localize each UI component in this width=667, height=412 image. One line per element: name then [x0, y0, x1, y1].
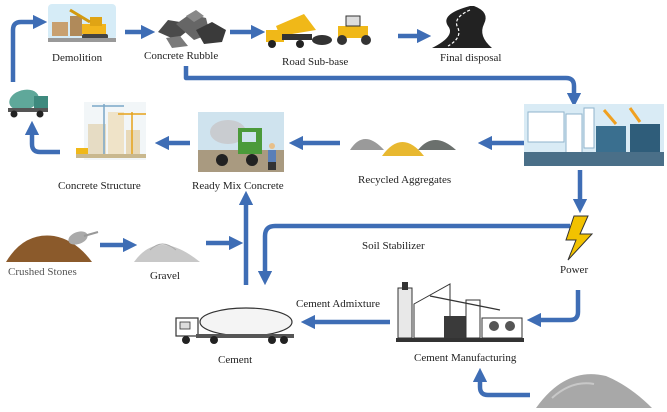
arrow-mixer-to-demolition [10, 14, 48, 82]
label-road-subbase: Road Sub-base [282, 56, 349, 68]
label-ready-mix-concrete: Ready Mix Concrete [192, 180, 284, 192]
lightning-icon [565, 215, 594, 261]
arrow-power-to-cement-plant [526, 290, 581, 328]
cement-plant-icon [396, 282, 524, 342]
arrow-structure-to-mixer [24, 120, 60, 155]
flow-arrows [10, 14, 588, 398]
excavator-icon [48, 4, 116, 42]
road-icon [432, 6, 492, 48]
label-cement-manufacturing: Cement Manufacturing [414, 352, 517, 364]
label-soil-stabilizer: Soil Stabilizer [362, 240, 425, 252]
gravel-pile-icon [134, 243, 200, 262]
label-final-disposal: Final disposal [440, 52, 502, 64]
mixer-truck-icon [8, 89, 48, 118]
label-recycled-aggregates: Recycled Aggregates [358, 174, 452, 186]
label-concrete-rubble: Concrete Rubble [144, 50, 219, 62]
label-cement: Cement [218, 354, 253, 366]
aggregate-piles-icon [350, 139, 456, 156]
ready-mix-icon [198, 112, 284, 172]
label-concrete-structure: Concrete Structure [58, 180, 141, 192]
label-cement-admixture: Cement Admixture [296, 298, 381, 310]
cement-tanker-icon [175, 307, 294, 344]
arrow-rubble-to-plant [183, 66, 582, 108]
label-crushed-stones: Crushed Stones [8, 266, 77, 278]
soil-pile-icon [6, 231, 99, 262]
recycling-plant-icon [524, 104, 664, 166]
rubble-icon [158, 10, 226, 48]
arrow-powder-to-cement-plant [472, 367, 530, 398]
dump-truck-icon [266, 14, 371, 48]
powder-pile-icon [536, 374, 652, 408]
arrow-soil-stabilizer [257, 223, 570, 286]
label-demolition: Demolition [52, 52, 103, 64]
label-gravel: Gravel [150, 270, 180, 282]
label-power: Power [560, 264, 589, 276]
building-crane-icon [76, 102, 146, 160]
